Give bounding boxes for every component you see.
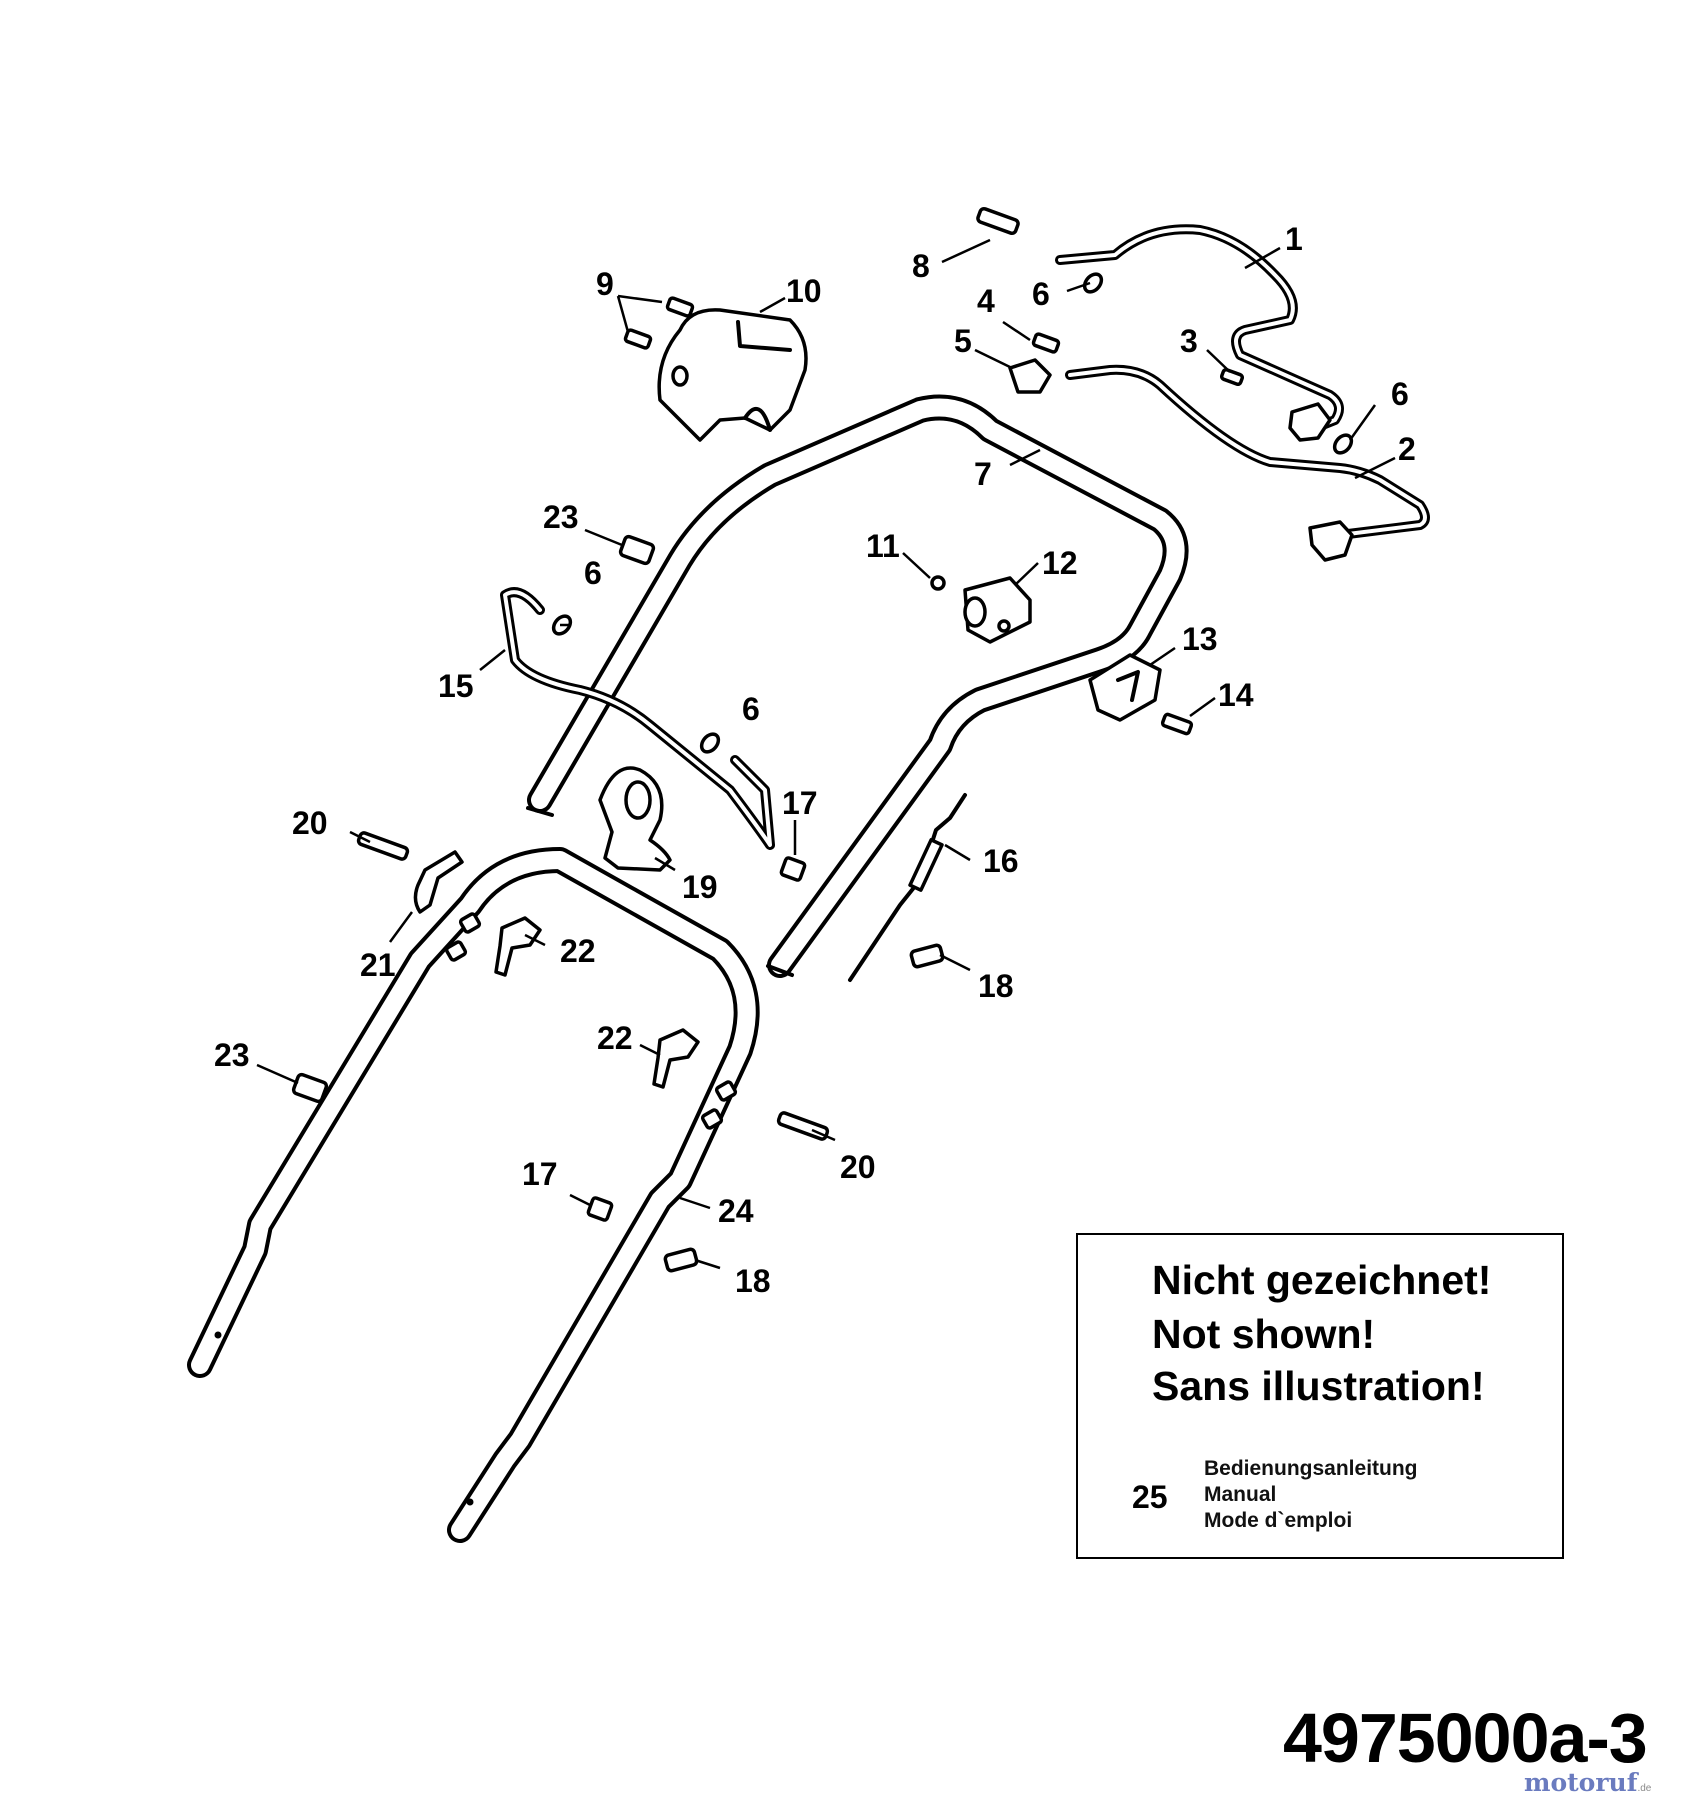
watermark-suffix: .de (1637, 1783, 1652, 1794)
callout-23a: 23 (543, 499, 579, 535)
callout-19: 19 (682, 869, 718, 905)
callout-24: 24 (718, 1193, 754, 1229)
callout-2: 2 (1398, 431, 1416, 467)
callout-20b: 20 (840, 1149, 876, 1185)
lever-part-19 (598, 766, 672, 872)
lower-handle-part-24 (187, 847, 760, 1543)
manual-label-french: Mode d`emploi (1204, 1509, 1353, 1532)
callout-13: 13 (1182, 621, 1218, 657)
callout-22b: 22 (597, 1020, 633, 1056)
callout-8: 8 (912, 248, 930, 284)
manual-label-english: Manual (1204, 1483, 1277, 1506)
callout-22a: 22 (560, 933, 596, 969)
callout-9: 9 (596, 266, 614, 302)
callout-4: 4 (977, 283, 995, 319)
watermark-logo: motoruf.de (1524, 1768, 1651, 1797)
callout-21: 21 (360, 947, 396, 983)
fasteners (291, 206, 1354, 1273)
callout-17b: 17 (522, 1156, 558, 1192)
manual-item-number: 25 (1132, 1479, 1168, 1515)
block-part-12 (963, 576, 1032, 644)
callout-6d: 6 (742, 691, 760, 727)
callout-11: 11 (866, 528, 900, 564)
note-line-french: Sans illustration! (1152, 1363, 1485, 1409)
callout-6a: 6 (1032, 276, 1050, 312)
callout-numbers: 1 2 3 4 5 6 6 6 6 7 8 9 10 11 12 13 14 1… (214, 221, 1416, 1299)
callout-18a: 18 (978, 968, 1014, 1004)
lever-rod-part-2 (1065, 364, 1430, 562)
diagram-reference-number: 4975000a-3 (1283, 1699, 1648, 1777)
manual-label-german: Bedienungsanleitung (1204, 1457, 1418, 1480)
callout-5: 5 (954, 323, 972, 359)
callout-3: 3 (1180, 323, 1198, 359)
rod-part-15 (500, 587, 775, 850)
cable-part-16 (848, 793, 967, 982)
not-shown-note-box: Nicht gezeichnet! Not shown! Sans illust… (1076, 1233, 1564, 1559)
callout-7: 7 (974, 456, 992, 492)
callout-14: 14 (1218, 677, 1254, 713)
note-line-german: Nicht gezeichnet! (1152, 1257, 1492, 1303)
watermark-text: motoruf (1524, 1768, 1638, 1797)
callout-20a: 20 (292, 805, 328, 841)
housing-part-10 (657, 308, 808, 442)
leader-lines (256, 238, 1396, 1270)
callout-23b: 23 (214, 1037, 250, 1073)
lever-rod-part-1 (1055, 224, 1344, 442)
callout-6c: 6 (584, 555, 602, 591)
clip-part-21 (413, 850, 464, 914)
upper-handle-part-7 (526, 394, 1189, 978)
callout-10: 10 (786, 273, 822, 309)
callout-1: 1 (1285, 221, 1303, 257)
callout-18b: 18 (735, 1263, 771, 1299)
callout-17a: 17 (782, 785, 818, 821)
callout-16: 16 (983, 843, 1019, 879)
callout-6b: 6 (1391, 376, 1409, 412)
note-line-english: Not shown! (1152, 1311, 1376, 1357)
callout-15: 15 (438, 668, 474, 704)
callout-12: 12 (1042, 545, 1078, 581)
bracket-part-13 (1088, 653, 1162, 722)
